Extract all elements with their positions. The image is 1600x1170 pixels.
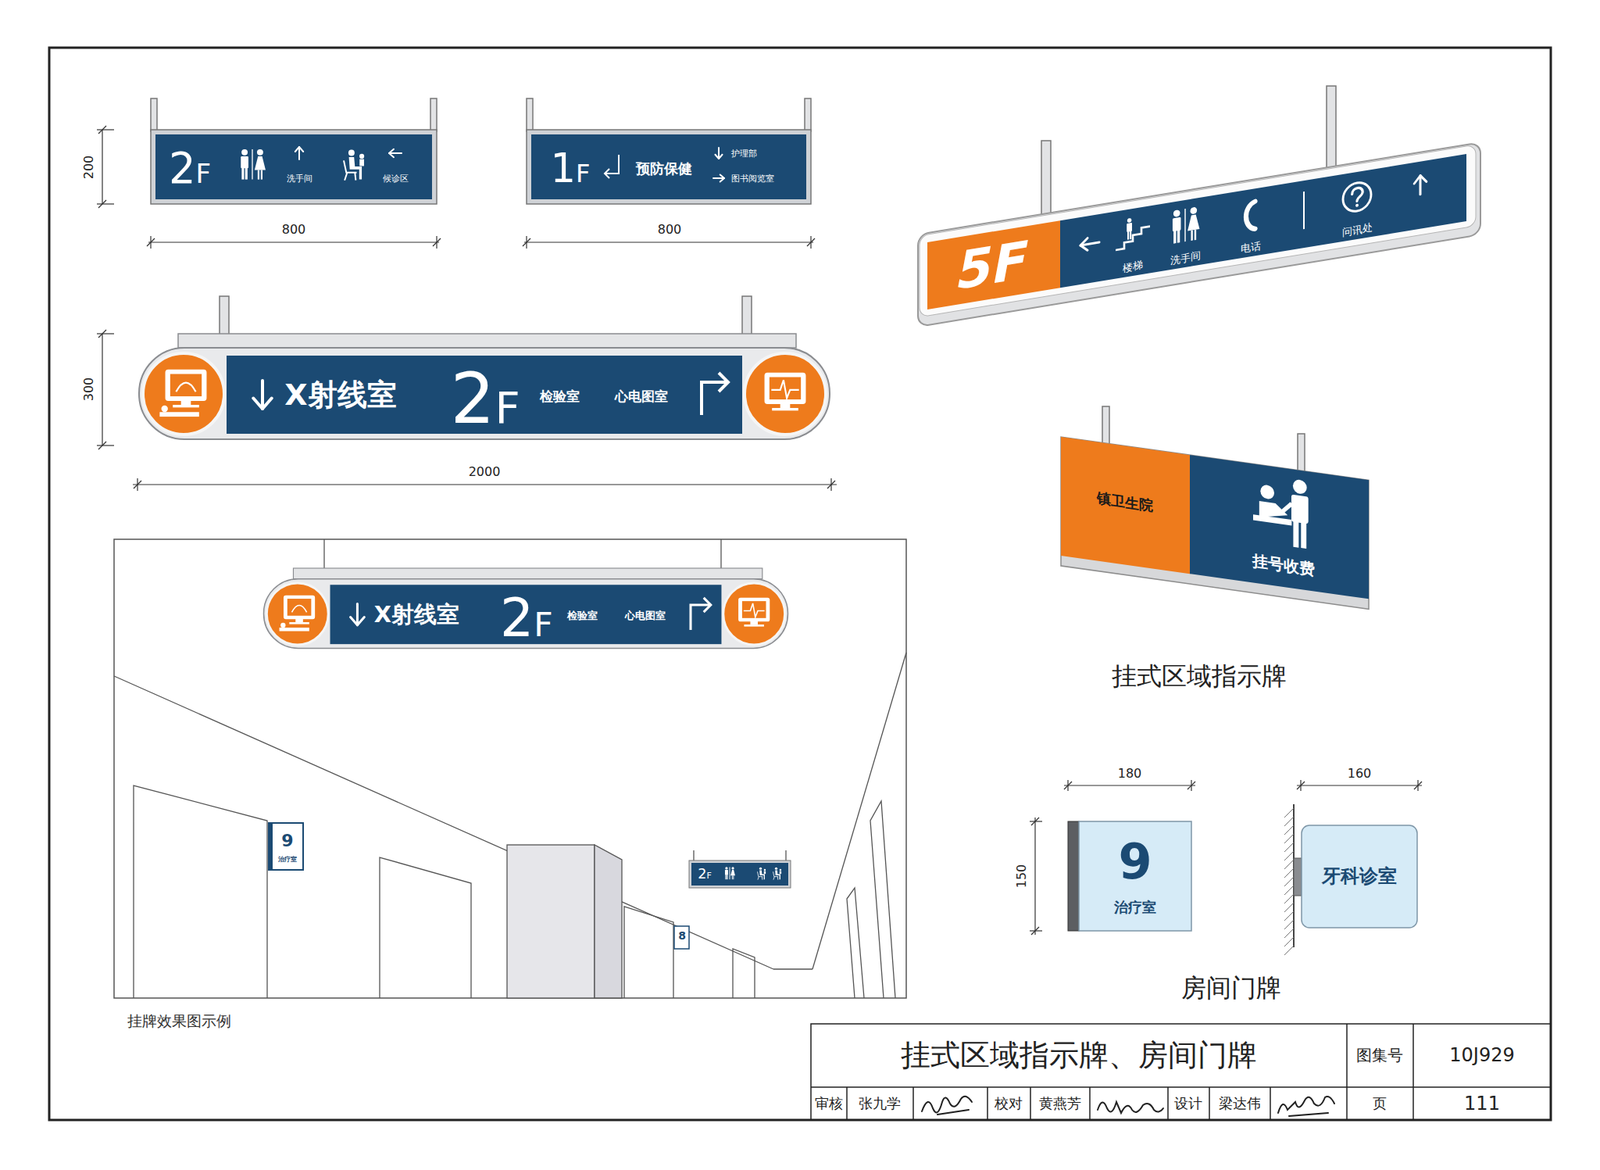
dimension-or-caption: 800 [657,223,683,236]
title-block-cell: 审核 [814,1096,843,1111]
door-plate: 9 治疗室 [267,821,304,871]
sign-text: 心电图室 [625,610,666,621]
title-block-cell: 设计 [1174,1096,1203,1111]
sign-text: X射线室 [374,603,460,626]
title-block-cell: 图集号 [1356,1046,1404,1063]
sign-text: 治疗室 [278,856,297,863]
sign-text: 2F [168,147,211,190]
dimension-or-caption: 180 [1117,767,1143,780]
sign-text: 治疗室 [1114,900,1157,915]
sign-text: X射线室 [284,379,397,410]
title-block-cell: 校对 [994,1096,1023,1111]
sign-text: 9 [1117,837,1152,886]
effect-illustration-frame: 挂牌效果图示例 X射线室2F检验室心电图室9治疗室8 2F [114,539,907,998]
sign-text: 2F [697,867,712,882]
sign-text: 2F [500,591,554,645]
dimension-or-caption: 800 [282,223,307,236]
sign-shape [917,142,1481,327]
sign-shape [1060,436,1369,609]
title-block-cell: 张九学 [858,1096,901,1111]
sign-text: 心电图室 [614,389,668,404]
hanging-sign: 1F 预防保健 护理部图书阅览室 [526,129,811,204]
sign-text: 2F [450,364,520,435]
sign-text: 候诊区 [382,174,409,183]
sign-text: 5F [957,234,1029,298]
room-door-plate: 9 治疗室 [1067,821,1192,931]
dimension-or-caption: 房间门牌 [1181,975,1282,1000]
title-block-cell: 黄燕芳 [1039,1096,1082,1111]
dimension-or-caption: 300 [82,377,96,402]
sign-text: 图书阅览室 [731,174,775,183]
title-block-cell: 梁达伟 [1218,1096,1261,1111]
room-door-plate: 牙科诊室 [1300,824,1418,929]
sheet-border [49,47,1551,1120]
dimension-or-caption: 150 [1015,864,1029,889]
hanging-sign: 2F 洗手间 候诊区 [150,129,437,204]
dimension-or-caption: 200 [82,155,96,180]
hanging-pill-sign: X射线室 2F 检验室 心电图室 [262,567,790,650]
dimension-or-caption: 挂式区域指示牌 [1111,663,1287,689]
hanging-box-sign: 5F楼梯洗手间电话问讯处 [917,142,1481,327]
door-plate: 8 [673,925,690,950]
sign-text: 洗手间 [286,174,313,183]
wall-mount [1284,803,1302,955]
signatures [921,1096,1335,1116]
dimension-or-caption: 2000 [468,465,501,479]
sign-text: 9 [281,832,293,850]
sign-text: 1F [550,148,591,189]
title-block [810,1023,1551,1120]
hanging-box-sign: 镇卫生院挂号收费 [1060,436,1369,609]
hanging-sign: 2F [689,860,791,888]
sign-text: 预防保健 [635,161,693,176]
sign-text: 8 [678,929,686,941]
drawing-title: 挂式区域指示牌、房间门牌 [900,1039,1258,1070]
hanging-pill-sign: X射线室 2F 检验室 心电图室 [137,333,832,441]
title-block-cell: 10J929 [1449,1045,1515,1065]
sign-text: 检验室 [567,610,598,621]
title-block-cell: 页 [1372,1096,1387,1111]
title-block-cell: 111 [1464,1093,1500,1113]
dimension-or-caption: 160 [1347,767,1372,780]
sign-text: 挂牌效果图示例 [127,1013,232,1029]
sign-text: 检验室 [539,389,580,404]
sign-text: 护理部 [731,149,758,158]
sign-text: 牙科诊室 [1321,866,1397,886]
